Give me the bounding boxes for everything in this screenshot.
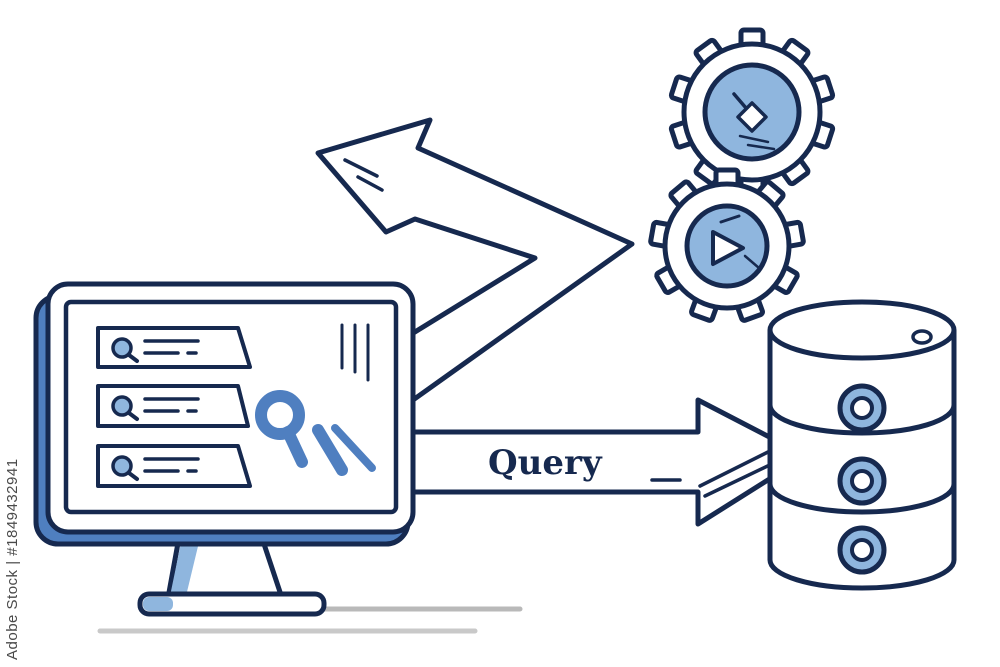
play-icon	[711, 214, 761, 270]
stock-caption: Adobe Stock | #1849432941	[4, 458, 21, 660]
result-row	[96, 326, 252, 369]
database-icon	[767, 299, 957, 591]
processing-arrow	[315, 117, 635, 403]
database-highlight	[911, 329, 933, 345]
database-top	[767, 299, 957, 361]
screen-glare	[340, 323, 370, 382]
cube-icon	[732, 92, 776, 151]
monitor	[33, 281, 416, 617]
search-icon	[111, 395, 139, 421]
monitor-base	[137, 591, 327, 617]
search-icon	[111, 455, 139, 481]
result-row	[96, 444, 252, 488]
gear-top	[668, 27, 836, 197]
result-row	[96, 384, 250, 428]
query-label: Query	[488, 443, 603, 483]
search-icon	[111, 337, 139, 363]
search-icon	[255, 390, 376, 476]
arrow-motion-lines	[650, 448, 780, 498]
database-disk	[837, 525, 887, 575]
gear-bottom	[648, 167, 806, 323]
query-arrow: Query	[407, 397, 809, 527]
database-disk	[837, 383, 887, 433]
arrow-motion-lines	[343, 158, 384, 192]
database-disk	[837, 456, 887, 506]
